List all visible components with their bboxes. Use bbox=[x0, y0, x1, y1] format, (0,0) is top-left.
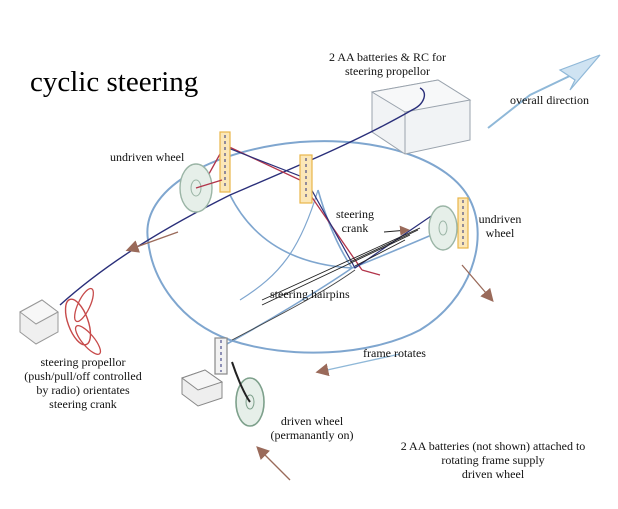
label-overall-direction: overall direction bbox=[510, 93, 589, 107]
label-frame-rotates: frame rotates bbox=[363, 346, 426, 360]
driven-motor bbox=[180, 369, 224, 407]
label-batteries-frame-line3: driven wheel bbox=[461, 467, 525, 481]
label-undriven-wheel-right-line1: undriven bbox=[478, 212, 522, 226]
label-driven-wheel-line2: (permanantly on) bbox=[270, 428, 354, 442]
label-batteries-frame: 2 AA batteries (not shown) attached to r… bbox=[380, 439, 606, 481]
label-undriven-wheel-right: undriven wheel bbox=[472, 212, 528, 240]
label-driven-wheel: driven wheel (permanantly on) bbox=[257, 414, 367, 442]
frame-strut-left bbox=[229, 194, 353, 269]
post-bottom bbox=[214, 337, 228, 375]
steering-propeller bbox=[19, 287, 102, 355]
undriven-wheel-right bbox=[428, 205, 458, 251]
label-driven-wheel-line1: driven wheel bbox=[280, 414, 344, 428]
label-steering-hairpins: steering hairpins bbox=[270, 287, 350, 301]
label-steering-propellor-line1: steering propellor bbox=[40, 355, 126, 369]
frame-strut-extra bbox=[239, 189, 319, 301]
label-batteries-frame-line2: rotating frame supply bbox=[441, 453, 545, 467]
driven-wheel bbox=[231, 361, 265, 427]
label-batteries-rc: 2 AA batteries & RC for steering propell… bbox=[300, 50, 475, 78]
steering-hairpins bbox=[261, 227, 421, 306]
post-left bbox=[219, 131, 231, 193]
overall-direction-arrow bbox=[487, 54, 601, 129]
post-center bbox=[299, 154, 313, 204]
label-steering-propellor-line2: (push/pull/off controlled bbox=[24, 369, 142, 383]
label-steering-propellor: steering propellor (push/pull/off contro… bbox=[8, 355, 158, 411]
frame-strut-bottom bbox=[224, 267, 353, 346]
label-steering-crank-line2: crank bbox=[341, 221, 369, 235]
crank-arrow bbox=[383, 225, 410, 236]
label-steering-propellor-line3: by radio) orientates bbox=[36, 383, 130, 397]
frame-strut-top bbox=[317, 189, 353, 269]
label-steering-crank-line1: steering bbox=[336, 207, 374, 221]
label-steering-crank: steering crank bbox=[332, 207, 378, 235]
undriven-wheel-left bbox=[179, 163, 223, 213]
frame-ellipse bbox=[146, 140, 479, 354]
post-right bbox=[457, 197, 469, 249]
label-steering-propellor-line4: steering crank bbox=[49, 397, 117, 411]
rotation-arrow-left bbox=[125, 231, 179, 253]
label-batteries-rc-line1: 2 AA batteries & RC for bbox=[329, 50, 446, 64]
label-batteries-frame-line1: 2 AA batteries (not shown) attached to bbox=[400, 439, 586, 453]
battery-rc-box bbox=[370, 79, 472, 155]
rotation-arrow-bottom bbox=[315, 353, 401, 377]
rotation-arrow-right bbox=[461, 264, 494, 302]
label-batteries-rc-line2: steering propellor bbox=[345, 64, 430, 78]
diagram-title: cyclic steering bbox=[30, 66, 199, 98]
push-arrow-bottom bbox=[256, 446, 291, 481]
label-undriven-wheel-right-line2: wheel bbox=[485, 226, 515, 240]
blue-wire-crank bbox=[227, 147, 441, 269]
label-undriven-wheel-left: undriven wheel bbox=[110, 150, 185, 164]
hairpin-to-driven bbox=[231, 269, 356, 341]
